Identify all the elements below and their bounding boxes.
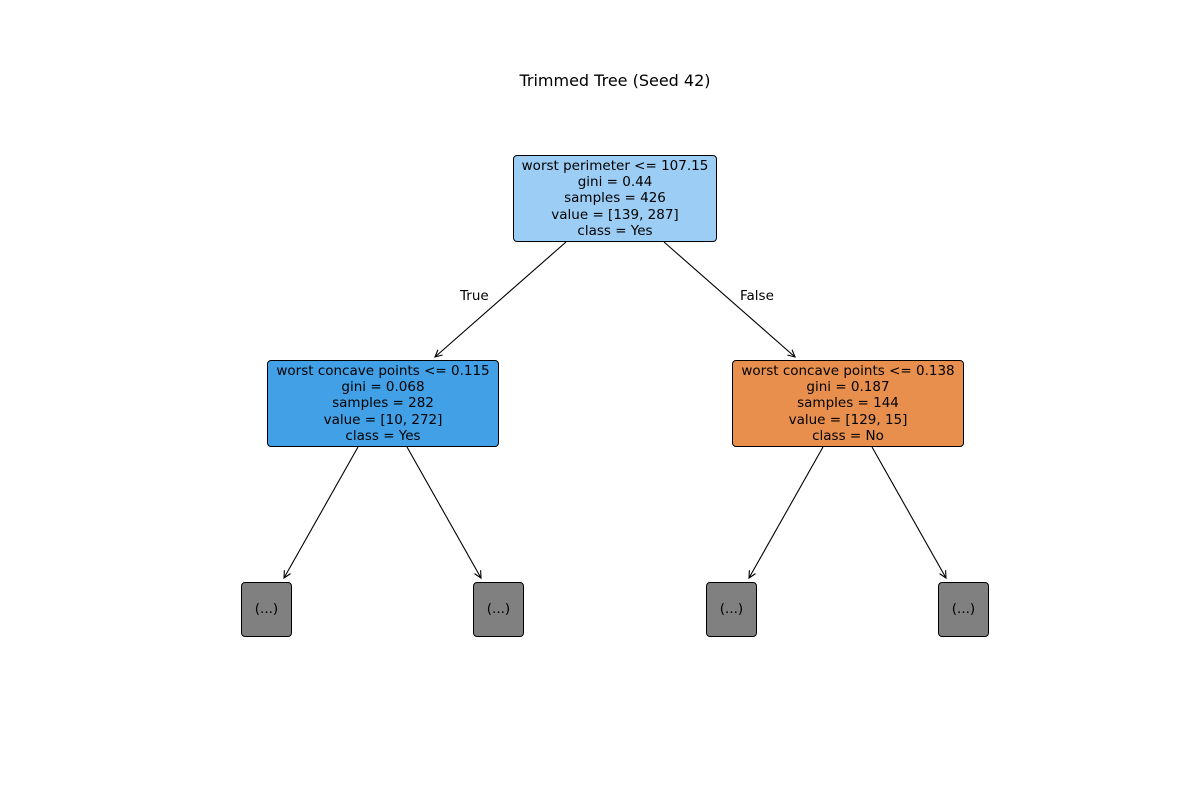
truncated-leaf-node: (...) <box>706 582 757 637</box>
root-samples: samples = 426 <box>564 190 666 207</box>
truncated-leaf-node: (...) <box>473 582 524 637</box>
right-node: worst concave points <= 0.138 gini = 0.1… <box>732 360 964 447</box>
figure-title: Trimmed Tree (Seed 42) <box>519 71 711 90</box>
root-split-rule: worst perimeter <= 107.15 <box>521 157 709 174</box>
truncated-leaf-node: (...) <box>241 582 292 637</box>
edge-right-to-leaf-rl <box>748 446 824 580</box>
edge-root-to-right <box>663 241 796 358</box>
left-samples: samples = 282 <box>332 395 434 412</box>
edge-label-false: False <box>740 288 774 304</box>
left-value: value = [10, 272] <box>323 411 443 428</box>
right-samples: samples = 144 <box>797 395 899 412</box>
edge-right-to-leaf-rr <box>871 446 947 580</box>
edge-label-true: True <box>460 288 489 304</box>
root-value: value = [139, 287] <box>551 206 679 223</box>
left-split-rule: worst concave points <= 0.115 <box>276 362 490 379</box>
leaf-ellipsis: (...) <box>719 601 744 618</box>
root-class: class = Yes <box>577 222 653 239</box>
truncated-leaf-node: (...) <box>938 582 989 637</box>
root-node: worst perimeter <= 107.15 gini = 0.44 sa… <box>513 155 717 242</box>
leaf-ellipsis: (...) <box>951 601 976 618</box>
edge-left-to-leaf-lr <box>406 446 482 580</box>
left-gini: gini = 0.068 <box>341 379 425 396</box>
edge-root-to-left <box>434 241 567 358</box>
right-value: value = [129, 15] <box>788 411 908 428</box>
left-class: class = Yes <box>345 427 421 444</box>
right-class: class = No <box>812 427 884 444</box>
left-node: worst concave points <= 0.115 gini = 0.0… <box>267 360 499 447</box>
leaf-ellipsis: (...) <box>486 601 511 618</box>
leaf-ellipsis: (...) <box>254 601 279 618</box>
right-gini: gini = 0.187 <box>806 379 890 396</box>
edge-left-to-leaf-ll <box>283 446 359 580</box>
root-gini: gini = 0.44 <box>577 174 653 191</box>
right-split-rule: worst concave points <= 0.138 <box>741 362 955 379</box>
